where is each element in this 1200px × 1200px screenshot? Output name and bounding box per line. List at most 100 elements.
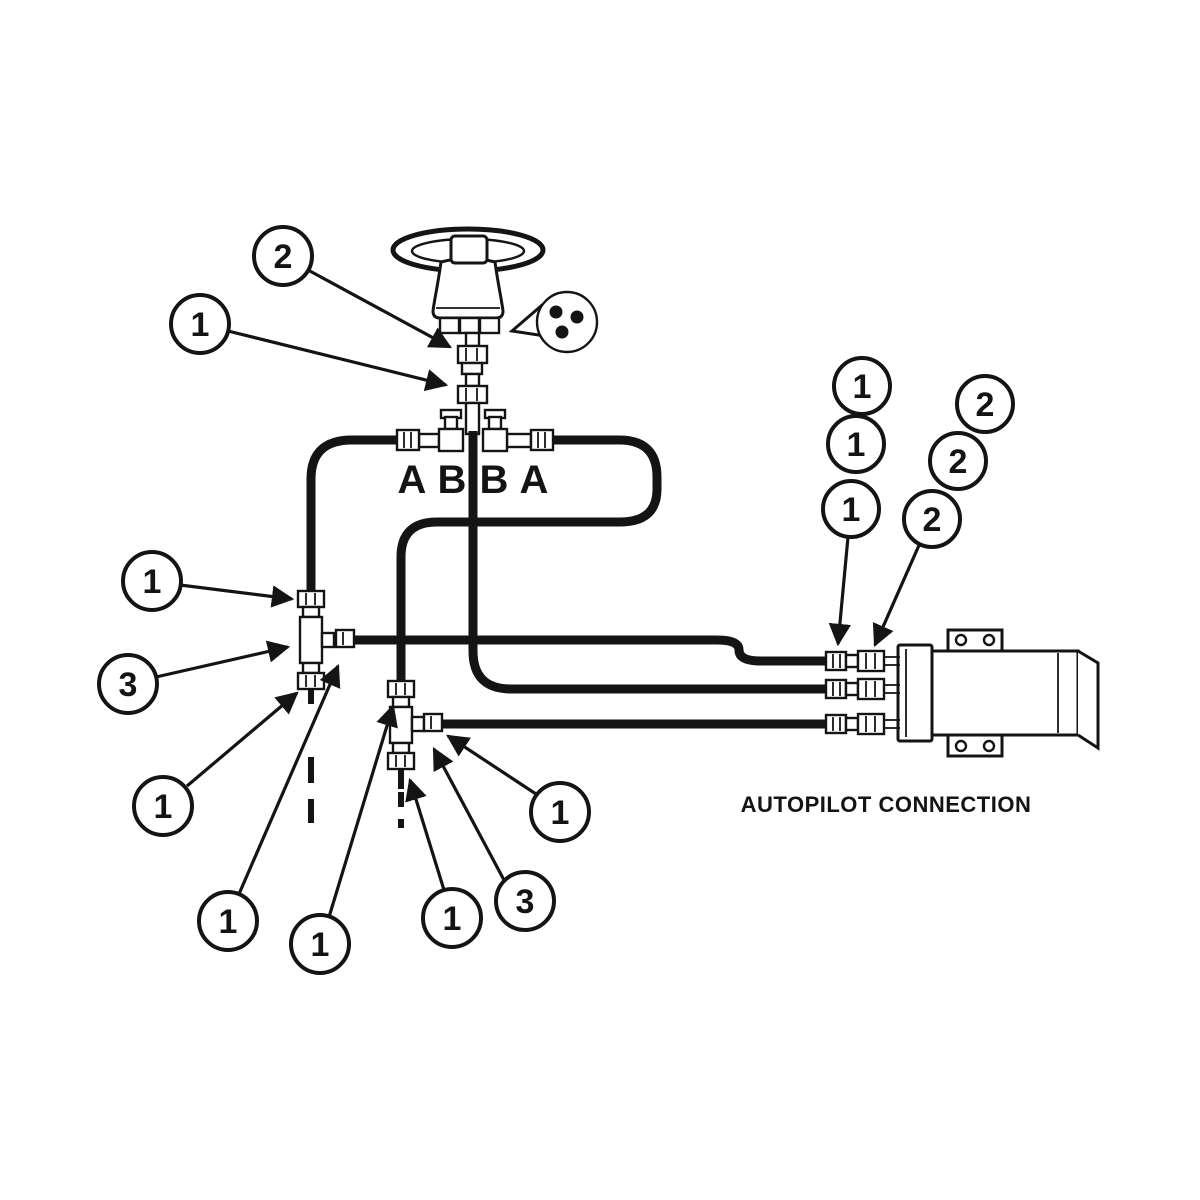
callout-cylinder-nut-bottom: 1 <box>821 479 881 539</box>
upper-coupling-nut <box>456 344 489 365</box>
callout-arrows <box>155 268 922 918</box>
svg-text:2: 2 <box>274 238 293 276</box>
union-fitting <box>856 712 886 736</box>
helm-body <box>431 257 505 320</box>
helm-port-detail-bubble <box>508 290 599 354</box>
nut-facets <box>403 432 412 448</box>
port-dot <box>549 305 563 319</box>
helm-base-nuts <box>438 316 501 335</box>
callout-arrow <box>405 777 446 891</box>
port-tee-b-left <box>437 427 465 453</box>
callout-cylinder-nut-top: 1 <box>832 356 892 416</box>
union-fitting <box>856 677 886 701</box>
callout-helm-coupling-upper: 2 <box>252 225 314 287</box>
port-dot <box>555 325 569 339</box>
fitting-nut <box>438 316 461 335</box>
pipe-segment <box>417 432 441 449</box>
hose-left-tee-to-cylinder <box>355 635 827 666</box>
callout-arrow <box>872 542 922 648</box>
port-nut-a-right <box>529 428 555 452</box>
helm-port-manifold: A B B A <box>395 408 555 502</box>
hose-b-to-cylinder <box>468 431 827 694</box>
svg-text:1: 1 <box>219 903 238 941</box>
svg-text:1: 1 <box>847 426 866 464</box>
port-dot <box>570 310 584 324</box>
callout-arrow <box>179 583 295 608</box>
callout-lower-tee-top-nut: 1 <box>289 913 351 975</box>
hose-nut <box>824 713 848 735</box>
svg-text:1: 1 <box>143 563 162 601</box>
port-labels: A B B A <box>398 458 549 502</box>
tee-stub <box>443 415 459 431</box>
top-nut <box>296 589 326 609</box>
callout-arrow <box>155 640 291 679</box>
svg-text:3: 3 <box>119 666 138 704</box>
port-row-middle <box>824 677 900 701</box>
bottom-nut <box>296 671 326 691</box>
svg-text:1: 1 <box>191 306 210 344</box>
collar <box>391 741 411 755</box>
nut-facets <box>537 432 546 448</box>
autopilot-cylinder <box>824 628 1100 758</box>
callout-arrow <box>446 734 537 796</box>
callout-lower-tee-body: 3 <box>494 870 556 932</box>
spacer <box>844 653 860 669</box>
tee-body <box>388 705 414 745</box>
collar <box>301 605 321 619</box>
callout-arrow <box>185 691 299 788</box>
port-label-a-right: A <box>520 458 549 502</box>
port-row-top <box>824 649 900 673</box>
bracket-bolt-hole <box>954 633 968 647</box>
hose-nut <box>824 650 848 672</box>
bottom-nut <box>386 751 416 771</box>
callout-cylinder-union-top: 2 <box>955 374 1015 434</box>
tee-body <box>298 615 324 665</box>
callout-arrow <box>327 703 398 918</box>
cylinder-far-end <box>1077 649 1100 751</box>
wheel-hub <box>449 234 489 265</box>
pipe-segment <box>464 401 481 436</box>
left-tee-fitting <box>296 589 356 691</box>
bracket-bolt-hole <box>982 633 996 647</box>
nut-facets <box>305 593 316 605</box>
callout-arrow <box>432 747 506 881</box>
hose-nut <box>824 678 848 700</box>
nut-facets <box>465 388 478 401</box>
fitting-nut <box>458 316 481 335</box>
svg-text:2: 2 <box>949 443 968 481</box>
bracket-bolt-hole <box>982 739 996 753</box>
spacer <box>844 716 860 732</box>
cylinder-body <box>930 649 1080 737</box>
callout-cylinder-nut-middle: 1 <box>826 414 886 474</box>
nut-facets <box>465 348 478 361</box>
svg-text:1: 1 <box>154 788 173 826</box>
svg-text:1: 1 <box>551 794 570 832</box>
side-nut <box>334 628 356 649</box>
callout-arrow <box>307 268 452 349</box>
pipe-segment <box>505 432 533 449</box>
callout-helm-coupling-lower: 1 <box>169 293 231 355</box>
bracket-bolt-hole <box>954 739 968 753</box>
port-row-bottom <box>824 712 900 736</box>
svg-text:1: 1 <box>853 368 872 406</box>
bubble-circle <box>535 290 599 354</box>
fitting-nut <box>478 316 501 335</box>
helm-coupling-stack <box>456 331 489 436</box>
callout-arrow <box>828 536 852 647</box>
callout-arrow <box>227 329 449 392</box>
callout-left-tee-bottom-nut: 1 <box>132 775 194 837</box>
callout-cylinder-union-middle: 2 <box>928 431 988 491</box>
pipe-segment <box>464 331 481 348</box>
callout-lower-tee-side-nut: 1 <box>529 781 591 843</box>
svg-text:3: 3 <box>516 883 535 921</box>
lower-coupling-nut <box>456 384 489 405</box>
nut-facets <box>395 755 406 767</box>
autopilot-connection-caption: AUTOPILOT CONNECTION <box>741 792 1032 817</box>
port-label-b-right: B <box>480 458 509 502</box>
top-nut <box>386 679 416 699</box>
port-nut-a-left <box>395 428 421 452</box>
side-stub <box>410 715 426 733</box>
callout-left-tee-body: 3 <box>97 653 159 715</box>
svg-text:1: 1 <box>443 900 462 938</box>
